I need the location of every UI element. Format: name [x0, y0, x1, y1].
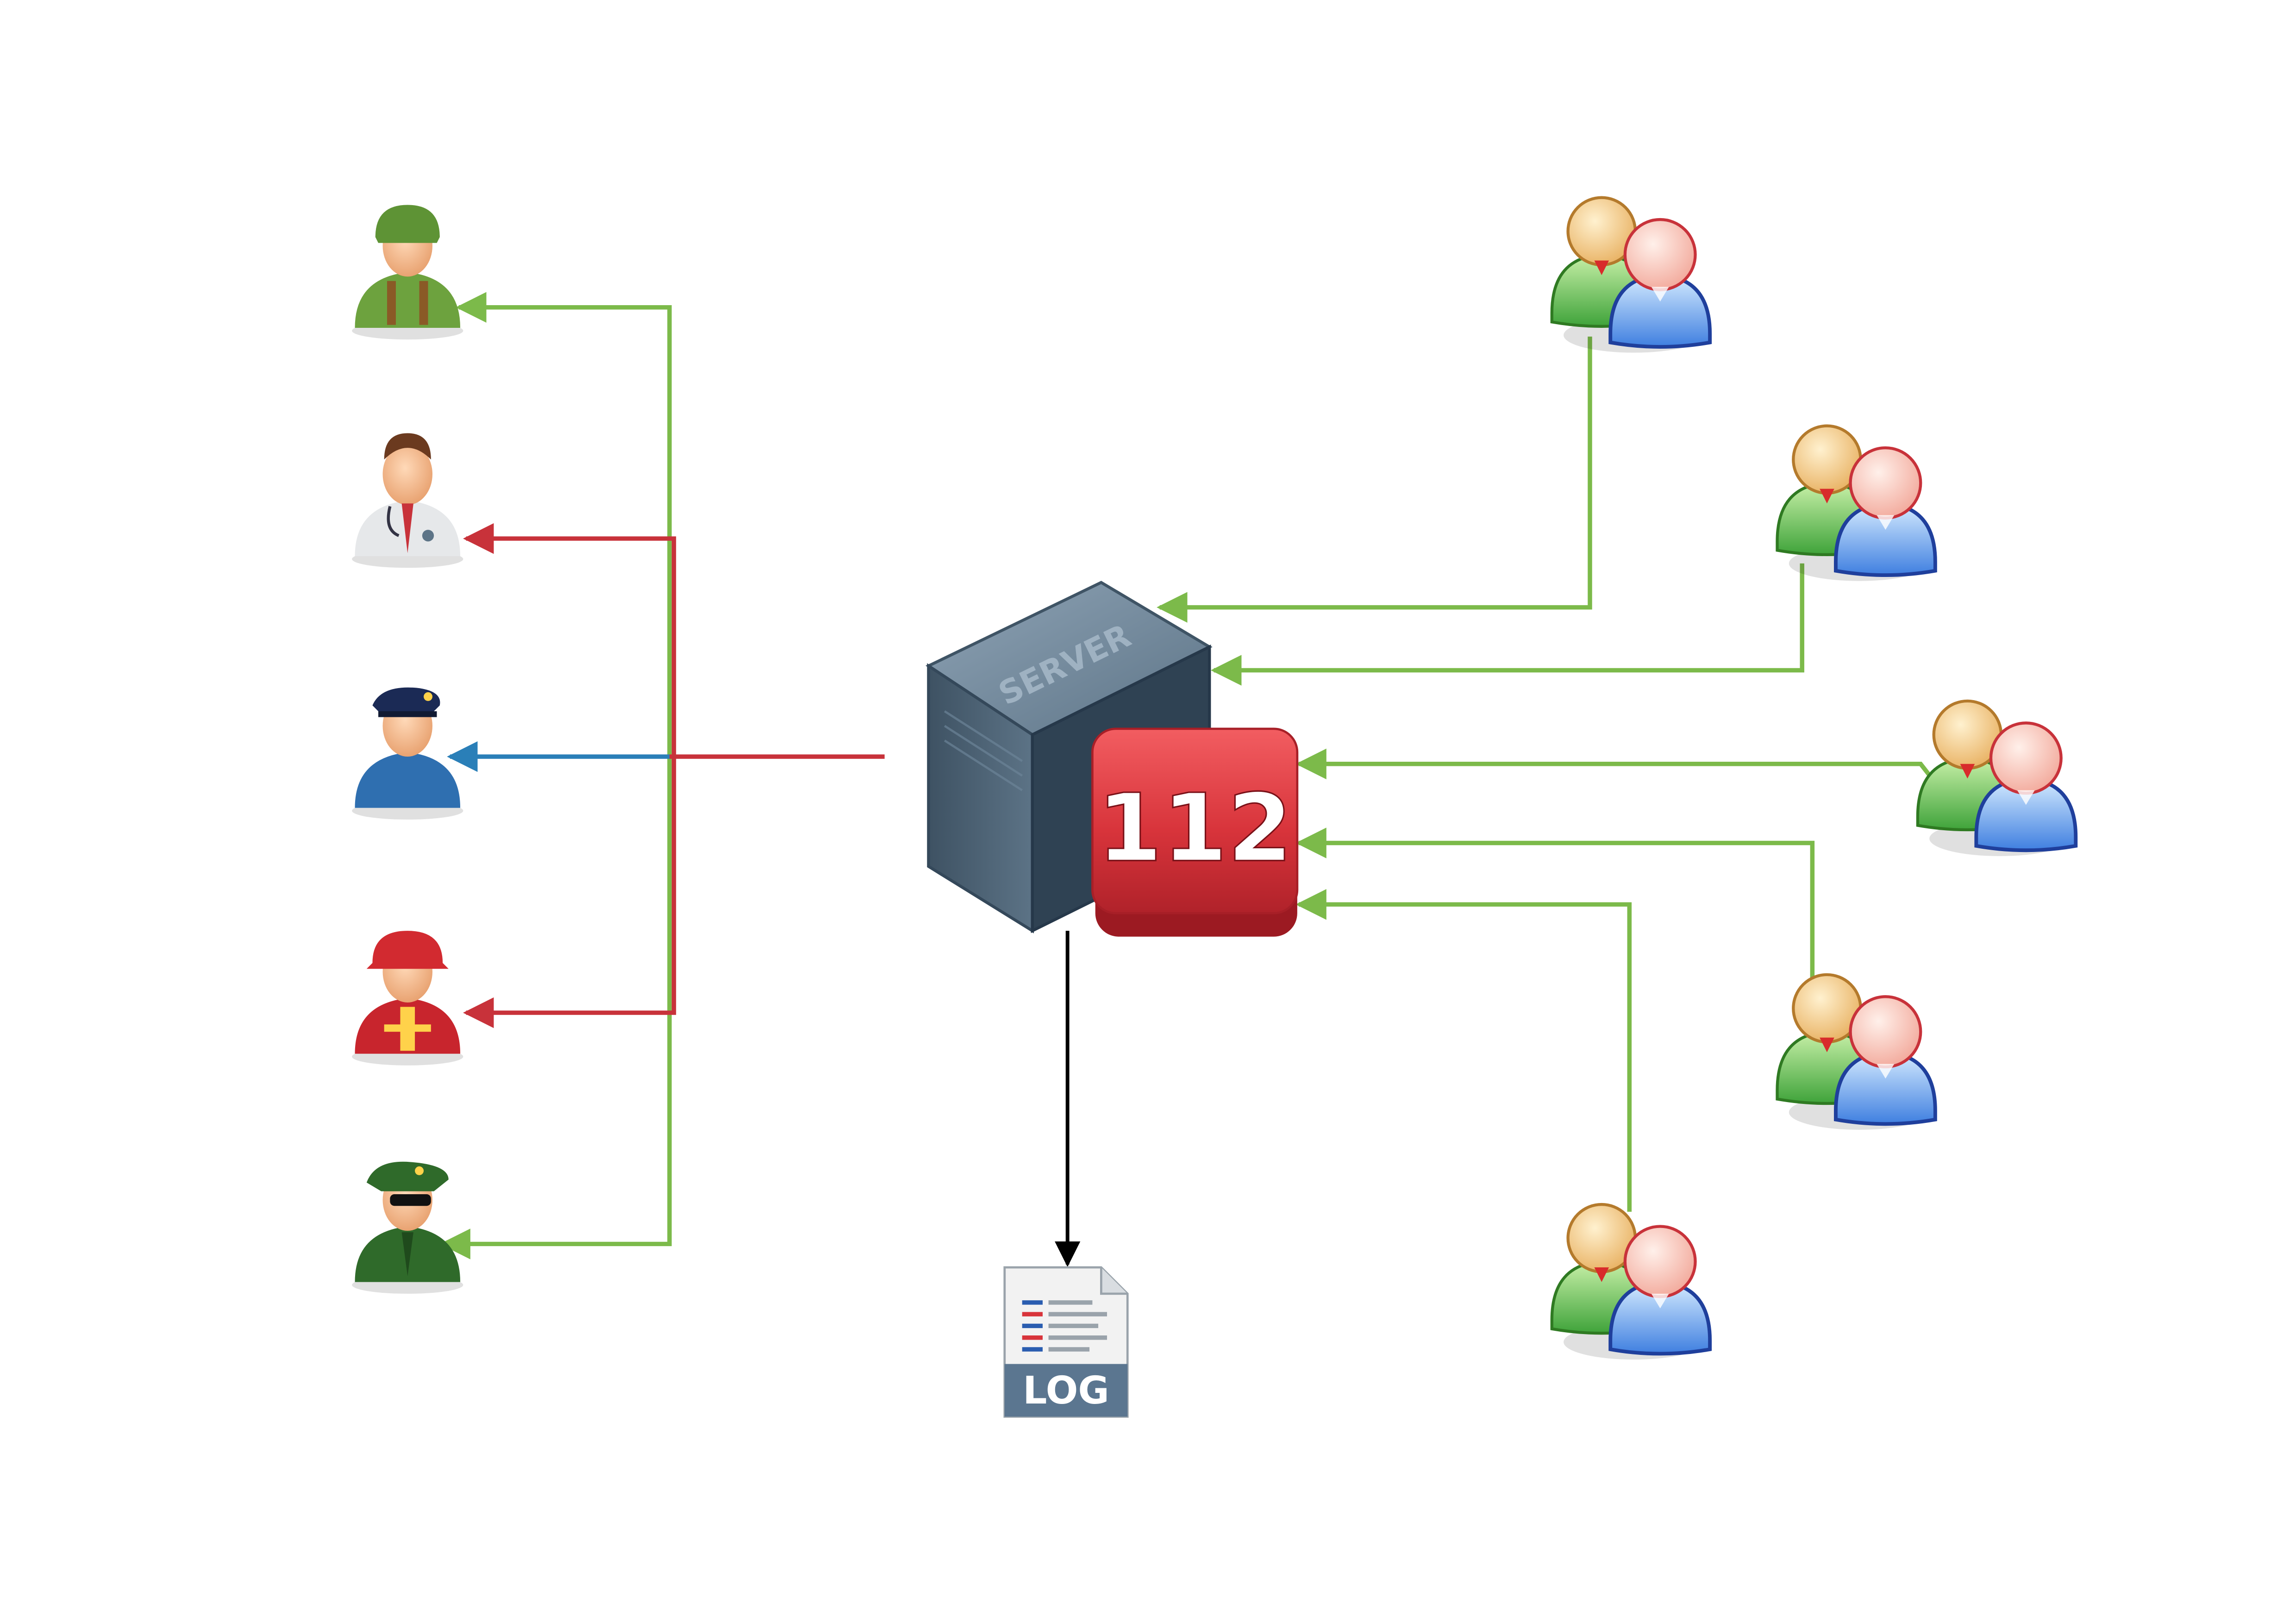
- caller-group-icon-5: [1552, 1204, 1710, 1360]
- link-to-doctor: [463, 523, 676, 757]
- caller-group-icon-1: [1552, 198, 1710, 353]
- firefighter-icon: [352, 931, 463, 1065]
- log-label: LOG: [1023, 1369, 1109, 1413]
- link-to-military-officer: [439, 761, 672, 1260]
- link-to-soldier: [456, 292, 672, 761]
- responder-links: [439, 292, 885, 1260]
- doctor-icon: [352, 433, 463, 568]
- link-from-caller-3: [1295, 748, 1949, 799]
- military-officer-icon: [352, 1161, 463, 1294]
- link-to-firefighter: [463, 756, 676, 1028]
- caller-group-icon-4: [1777, 975, 1935, 1130]
- link-from-caller-4: [1295, 827, 1815, 978]
- caller-group-icon-3: [1918, 701, 2076, 856]
- badge-112: 112: [1091, 727, 1299, 937]
- soldier-icon: [352, 205, 463, 340]
- log-file-icon: LOG: [1003, 1266, 1129, 1418]
- link-from-caller-2: [1211, 563, 1804, 686]
- link-from-caller-5: [1295, 889, 1632, 1212]
- police-officer-icon: [352, 687, 463, 820]
- caller-group-icon-2: [1777, 426, 1935, 581]
- link-from-caller-1: [1157, 336, 1592, 623]
- badge-number: 112: [1097, 773, 1293, 883]
